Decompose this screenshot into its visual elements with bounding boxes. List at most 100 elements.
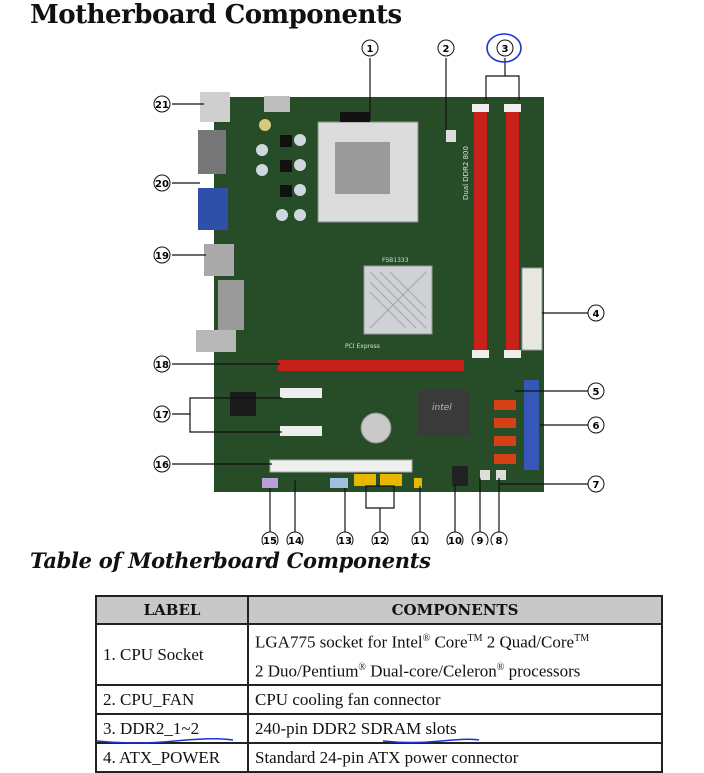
svg-text:9: 9 (477, 536, 484, 545)
svg-text:12: 12 (373, 536, 387, 545)
callout-9: 9 (471, 531, 489, 545)
callout-18: 18 (153, 355, 171, 373)
silk-pci-label: PCI Express (345, 343, 380, 350)
header-15 (262, 478, 278, 488)
table-title: Table of Motherboard Components (30, 548, 431, 573)
usb-ports (218, 280, 244, 330)
row-desc: 240-pin DDR2 SDRAM slots (247, 713, 663, 745)
svg-text:13: 13 (338, 536, 352, 545)
southbridge-chip (418, 390, 470, 436)
svg-text:6: 6 (593, 421, 600, 432)
table-row: 4. ATX_POWER Standard 24-pin ATX power c… (95, 742, 663, 773)
capacitors (256, 112, 370, 221)
row-label: 1. CPU Socket (95, 622, 249, 687)
page-title: Motherboard Components (30, 0, 402, 30)
cpu-socket (317, 121, 419, 223)
callout-2: 2 (437, 39, 455, 57)
cpu-fan-header (446, 130, 456, 142)
svg-text:11: 11 (413, 536, 427, 545)
svg-text:7: 7 (593, 480, 600, 491)
callout-20: 20 (153, 174, 171, 192)
audio-codec-chip (230, 392, 256, 416)
row-desc: CPU cooling fan connector (247, 684, 663, 716)
header-11 (414, 478, 422, 488)
svg-text:18: 18 (155, 360, 169, 371)
header-13 (330, 478, 348, 488)
handdrawn-underline-annotation (382, 738, 480, 744)
row-label: 2. CPU_FAN (95, 684, 249, 716)
header-8 (496, 470, 506, 480)
callout-13: 13 (336, 531, 354, 545)
callout-3: 3 (496, 39, 514, 57)
svg-text:5: 5 (593, 387, 600, 398)
ide-connector (524, 380, 539, 470)
header-9 (480, 470, 490, 480)
serial-port (198, 130, 226, 174)
motherboard-diagram: Dual DDR2 800 FSB1333 PCI Express intel (153, 33, 605, 545)
components-table: LABEL COMPONENTS 1. CPU Socket LGA775 so… (95, 595, 663, 773)
pcie-x1-slot-2 (280, 426, 322, 436)
row-desc: LGA775 socket for Intel® CoreTM 2 Quad/C… (247, 622, 663, 687)
callout-4: 4 (587, 304, 605, 322)
svg-text:2: 2 (443, 44, 450, 55)
callout-1: 1 (361, 39, 379, 57)
callout-17: 17 (153, 405, 171, 423)
table-row: 3. DDR2_1~2 240-pin DDR2 SDRAM slots (95, 713, 663, 745)
usb-lan-port (204, 244, 234, 276)
ps2-port (200, 92, 230, 122)
handdrawn-underline-annotation (96, 738, 234, 745)
cmos-battery (360, 412, 392, 444)
callout-6: 6 (587, 416, 605, 434)
audio-connector (264, 96, 290, 112)
table-row: 1. CPU Socket LGA775 socket for Intel® C… (95, 622, 663, 687)
row-label: 3. DDR2_1~2 (95, 713, 249, 745)
callout-14: 14 (286, 531, 304, 545)
header-components: COMPONENTS (247, 595, 663, 625)
callout-21: 21 (153, 95, 171, 113)
chip-brand-label: intel (432, 403, 452, 413)
svg-text:17: 17 (155, 410, 169, 421)
callout-12: 12 (371, 531, 389, 545)
audio-jacks (196, 330, 236, 352)
leader-lines (172, 58, 588, 532)
row-label: 4. ATX_POWER (95, 742, 249, 773)
svg-text:10: 10 (448, 536, 462, 545)
header-label: LABEL (95, 595, 249, 625)
usb-header-2 (380, 474, 402, 486)
callout-16: 16 (153, 455, 171, 473)
callout-5: 5 (587, 382, 605, 400)
callout-7: 7 (587, 475, 605, 493)
silk-ddr-label: Dual DDR2 800 (462, 146, 470, 200)
svg-text:3: 3 (502, 44, 509, 55)
svg-text:21: 21 (155, 100, 169, 111)
vga-port (198, 188, 228, 230)
table-row: 2. CPU_FAN CPU cooling fan connector (95, 684, 663, 716)
callout-10: 10 (446, 531, 464, 545)
callout-11: 11 (411, 531, 429, 545)
sata-connectors (494, 400, 516, 464)
dimm-slot-2 (506, 110, 519, 354)
pcie-x16-slot (278, 360, 464, 371)
usb-header-1 (354, 474, 376, 486)
table-header-row: LABEL COMPONENTS (95, 595, 663, 625)
svg-text:4: 4 (593, 309, 600, 320)
callouts: 1 2 3 4 5 6 7 8 9 10 11 12 13 14 15 16 1… (153, 39, 605, 545)
callout-8: 8 (490, 531, 508, 545)
atx-power-connector (521, 267, 543, 351)
svg-text:14: 14 (288, 536, 302, 545)
row-desc: Standard 24-pin ATX power connector (247, 742, 663, 773)
pcie-x1-slot-1 (280, 388, 322, 398)
heatsink-fins (369, 271, 427, 329)
header-10 (452, 466, 468, 486)
svg-text:15: 15 (263, 536, 277, 545)
callout-15: 15 (261, 531, 279, 545)
silk-fsb-label: FSB1333 (382, 257, 409, 264)
callout-19: 19 (153, 246, 171, 264)
dimm-slot-1 (474, 110, 487, 354)
svg-text:1: 1 (367, 44, 374, 55)
svg-text:20: 20 (155, 179, 169, 190)
cpu-socket-core (335, 142, 390, 194)
handdrawn-circle-annotation (486, 33, 522, 63)
pci-slot (269, 459, 413, 473)
svg-text:19: 19 (155, 251, 169, 262)
